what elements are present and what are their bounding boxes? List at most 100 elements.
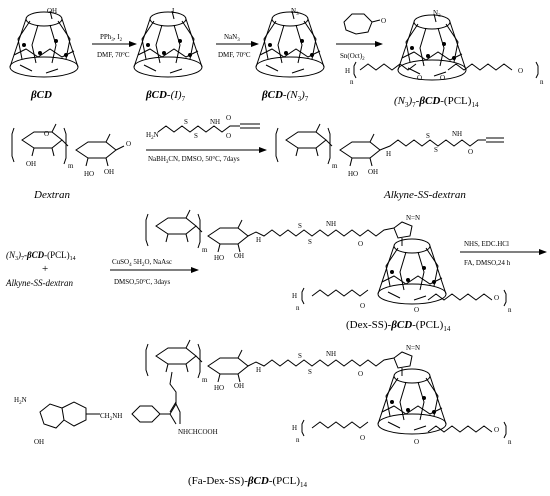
pcl-n-row1: n	[350, 78, 354, 86]
bcd-n3-label: βCD-(N3)7	[261, 89, 309, 103]
fa-o: O	[358, 370, 363, 378]
fa-s1: S	[298, 352, 302, 360]
dex-ss-h: H	[256, 236, 261, 244]
asd-o: O	[468, 148, 473, 156]
step4-reagent-bottom: NaBH3CN, DMSO, 50°C, 7days	[148, 155, 240, 165]
fa-ch2nh-label: CH2NH	[100, 412, 122, 422]
linker-o1: O	[226, 132, 231, 140]
dex-ss-label: (Dex-SS)-βCD-(PCL)14	[346, 319, 451, 333]
step6-reagent-top: NHS, EDC.HCl	[464, 240, 509, 248]
dex-ss-m: m	[202, 246, 208, 254]
bcd-oh-label: OH	[47, 7, 57, 15]
step5-reagent-top: CuSO4 5H2O, NaAsc	[112, 258, 172, 268]
n3-pcl-label: N3	[433, 9, 441, 19]
step2-reagent-top: NaN3	[224, 33, 240, 43]
fa-nhchcooh: NHCHCOOH	[178, 428, 218, 436]
linker-h2n: H2N	[146, 131, 159, 141]
asd-s2: S	[434, 146, 438, 154]
folic-acid-structure	[39, 401, 177, 429]
pcl-h-row1: H	[345, 67, 350, 75]
caprolactone-o: O	[381, 17, 386, 25]
pcl3-h: H	[292, 292, 297, 300]
bcd-n3-structure	[255, 10, 325, 78]
fa-ho-dex: HO	[214, 384, 224, 392]
iodo-label: I	[172, 7, 175, 15]
dextran-o-b: O	[126, 140, 131, 148]
step5-reactant2: Alkyne-SS-dextran	[5, 278, 73, 288]
dex-ss-dextran-part	[145, 209, 413, 253]
pcl4-n2: n	[508, 438, 512, 446]
alkyne-linker-reagent	[157, 123, 260, 133]
pcl3-n2: n	[508, 306, 512, 314]
dex-ss-oh: OH	[234, 252, 244, 260]
dextran-o-a: O	[44, 130, 49, 138]
caprolactone-structure	[343, 13, 381, 35]
step3-reagent-bottom: Sn(Oct)2	[340, 52, 365, 62]
pcl-o-row1c: O	[518, 67, 523, 75]
dextran-oh-b: OH	[104, 168, 114, 176]
pcl4-n: n	[296, 436, 300, 444]
asd-ho: HO	[348, 170, 358, 178]
step6-reagent-bottom: FA, DMSO,24 h	[464, 259, 511, 267]
fa-s2: S	[308, 368, 312, 376]
fa-oh-label: OH	[34, 438, 44, 446]
fa-h: H	[256, 366, 261, 374]
asd-m: m	[332, 162, 338, 170]
linker-s1: S	[184, 118, 188, 126]
bcd-i7-label: βCD-(I)7	[145, 89, 186, 103]
pcl3-o1: O	[360, 302, 365, 310]
fa-oh-dex: OH	[234, 382, 244, 390]
pcl4-o3: O	[494, 426, 499, 434]
bcd-structure	[9, 10, 79, 78]
step1-reagent-top: PPh3, I2	[100, 33, 123, 43]
dextran-oh-a: OH	[26, 160, 36, 168]
dextran-label: Dextran	[33, 189, 71, 201]
dex-ss-ho: HO	[214, 254, 224, 262]
step5-plus: +	[42, 263, 48, 275]
pcl3-o3: O	[494, 294, 499, 302]
n3-bcd-pcl-label: (N3)7-βCD-(PCL)14	[394, 95, 479, 109]
asd-s1: S	[426, 132, 430, 140]
fa-dex-ss-label: (Fa-Dex-SS)-βCD-(PCL)14	[188, 475, 307, 489]
bcd-i7-structure	[133, 10, 203, 78]
dex-ss-s1: S	[298, 222, 302, 230]
dex-ss-o: O	[358, 240, 363, 248]
asd-h: H	[386, 150, 391, 158]
dex-ss-triazole: N=N	[406, 214, 420, 222]
dex-ss-cd-structure	[377, 238, 447, 305]
pcl-n-row1b: n	[540, 78, 544, 86]
alkyne-ss-dextran-structure	[275, 123, 504, 167]
asd-oh: OH	[368, 168, 378, 176]
fa-nh: NH	[326, 350, 336, 358]
fa-h2n-label: H2N	[14, 396, 27, 406]
pcl4-o1: O	[360, 434, 365, 442]
step5-reactant1: (N3)7-βCD-(PCL)14	[6, 250, 76, 262]
dex-ss-nh: NH	[326, 220, 336, 228]
alkyne-ss-dextran-label: Alkyne-SS-dextran	[383, 189, 466, 201]
fa-dex-ss-dextran-part	[145, 339, 413, 424]
asd-nh: NH	[452, 130, 462, 138]
dextran-m: m	[68, 162, 74, 170]
bcd-label: βCD	[30, 89, 52, 101]
step2-reagent-bottom: DMF, 70°C	[218, 51, 251, 59]
dextran-ho: HO	[84, 170, 94, 178]
dextran-structure	[11, 123, 125, 167]
pcl-chain-row3	[301, 287, 507, 307]
step5-reagent-bottom: DMSO,50°C, 3days	[114, 278, 171, 286]
dex-ss-s2: S	[308, 238, 312, 246]
pcl-o-row1b: O	[440, 74, 445, 82]
linker-nh: NH	[210, 118, 220, 126]
fa-dex-ss-cd-structure	[377, 368, 447, 435]
linker-o2: O	[226, 114, 231, 122]
pcl3-o2: O	[414, 306, 419, 314]
pcl4-o2: O	[414, 438, 419, 446]
pcl3-n: n	[296, 304, 300, 312]
pcl4-h: H	[292, 424, 297, 432]
n3-bcd-pcl-structure	[397, 13, 467, 81]
pcl-chain-row4	[301, 419, 507, 439]
pcl-o-row1a: O	[417, 74, 422, 82]
fa-triazole: N=N	[406, 344, 420, 352]
linker-s2: S	[194, 132, 198, 140]
step1-reagent-bottom: DMF, 70°C	[97, 51, 130, 59]
